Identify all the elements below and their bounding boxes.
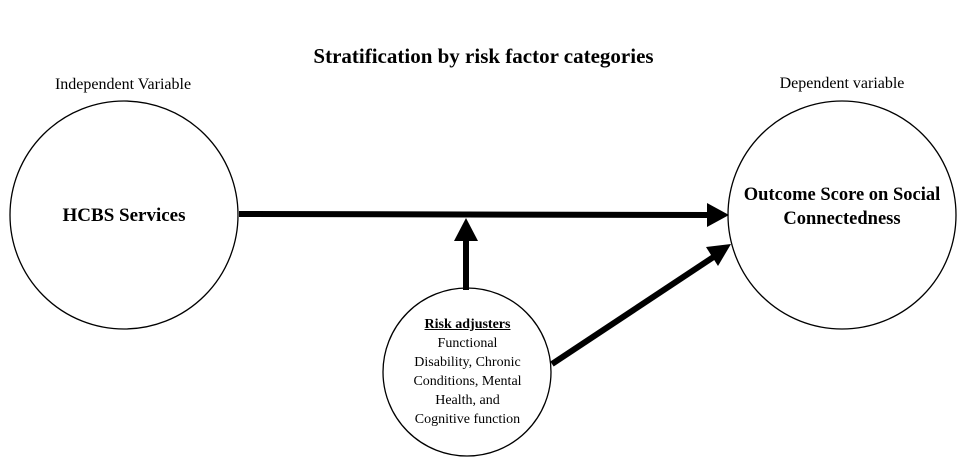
risk-adjusters-text: Risk adjusters Functional Disability, Ch… [385, 315, 550, 429]
risk-adjusters-title: Risk adjusters [424, 317, 511, 332]
risk-adjusters-description: Functional Disability, Chronic Condition… [413, 336, 522, 427]
hcbs-node [9, 100, 239, 330]
outcome-node-label: Outcome Score on Social Connectedness [743, 185, 941, 229]
hcbs-to-outcome-arrow [238, 203, 729, 227]
risk-to-outcome-arrow [550, 244, 731, 367]
hcbs-node-label: HCBS Services [62, 205, 186, 226]
moderation-arrow [454, 218, 478, 290]
diagram-title: Stratification by risk factor categories [313, 44, 654, 68]
independent-variable-caption: Independent Variable [54, 76, 192, 93]
dependent-variable-caption: Dependent variable [779, 75, 905, 92]
